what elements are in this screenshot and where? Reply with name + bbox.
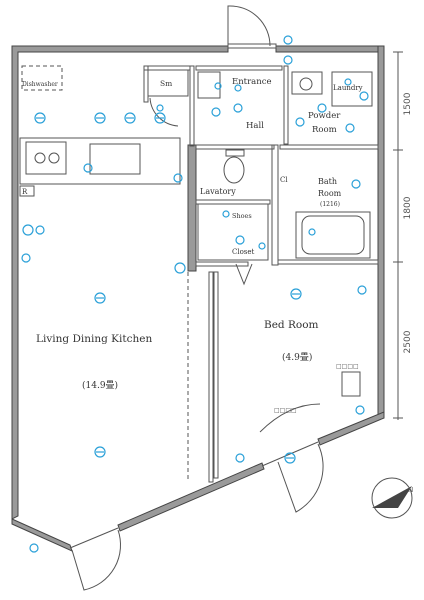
bath-label-1: Bath	[318, 177, 337, 186]
interior-walls	[143, 65, 379, 272]
compass-north: N	[408, 486, 413, 494]
bath-label-2: Room	[318, 189, 342, 198]
dimension-1500: 1500	[403, 92, 413, 115]
living-area: (14.9畳)	[82, 380, 118, 391]
hall-label: Hall	[246, 121, 264, 131]
shoes-cabinet	[197, 71, 221, 99]
compass-icon	[371, 477, 413, 519]
shoes-closet	[197, 203, 269, 261]
wc-label: Cl	[280, 176, 288, 184]
shoes-label-2: Closet	[232, 248, 255, 256]
living-label: Living Dining Kitchen	[36, 333, 152, 345]
dishwasher-box	[21, 65, 63, 91]
powder-sink	[291, 71, 323, 95]
entrance-label: Entrance	[232, 77, 272, 87]
swing-arrow	[259, 403, 321, 433]
electrical-symbols	[21, 35, 369, 553]
entrance-door	[227, 5, 277, 49]
sliding-partition	[213, 271, 219, 479]
laundry-box	[331, 71, 373, 107]
powder-label-2: Room	[312, 125, 337, 135]
storage-label: Sm	[160, 79, 172, 88]
dimension-column	[393, 51, 403, 420]
outer-walls	[11, 45, 385, 552]
storage-room	[147, 69, 189, 97]
laundry-label: Laundry	[333, 84, 363, 92]
bedroom-door	[261, 441, 324, 513]
bedroom-label: Bed Room	[264, 319, 319, 331]
svg-text:□□□□: □□□□	[274, 407, 297, 414]
toilet	[223, 149, 245, 184]
dimension-2500: 2500	[403, 330, 413, 353]
ref-label: R	[22, 188, 28, 196]
dimension-1800: 1800	[403, 196, 413, 219]
bedroom-cabinet	[341, 371, 361, 397]
powder-label-1: Powder	[308, 111, 341, 121]
kitchen-counter	[19, 137, 181, 197]
bedroom-area: (4.9畳)	[282, 352, 312, 363]
svg-text:□□□□: □□□□	[336, 363, 359, 370]
shoes-label-1: Shoes	[232, 212, 252, 220]
dishwasher-label: Dishwasher	[22, 81, 58, 88]
bath-size: (1216)	[320, 201, 340, 208]
ldk-door	[69, 527, 121, 591]
bath-tub	[295, 211, 371, 259]
lavatory-label: Lavatory	[200, 187, 236, 196]
